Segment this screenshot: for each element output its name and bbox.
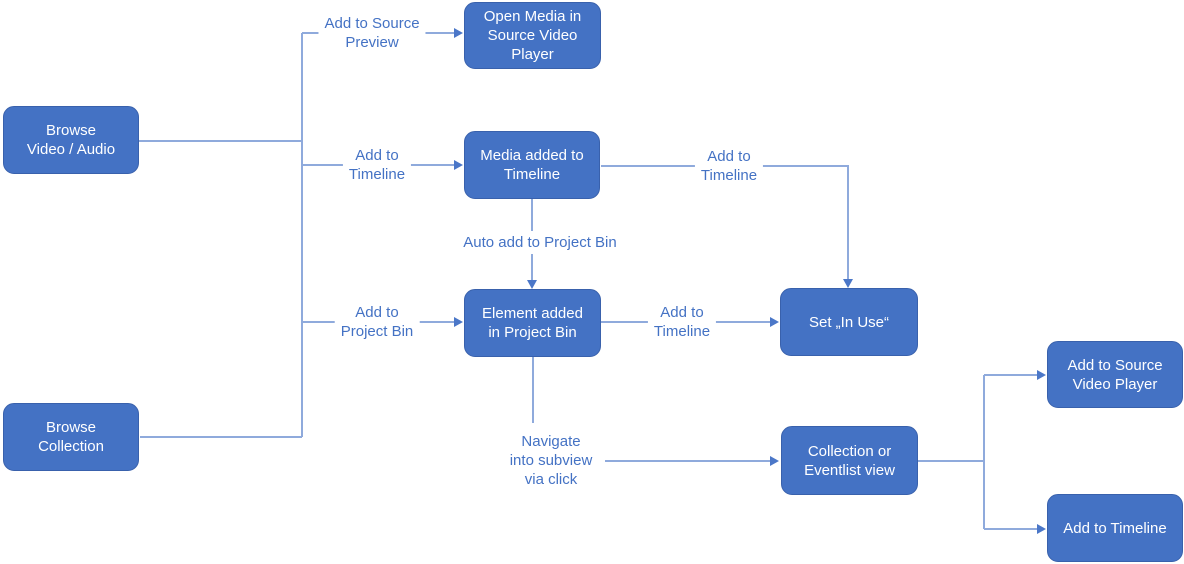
connector-media-to-set-in-use-v	[847, 166, 849, 280]
edge-label-line: via click	[524, 471, 578, 488]
edge-label-add-to-timeline-upper: Add to Timeline	[694, 145, 764, 187]
edge-label-line: Add to	[660, 304, 704, 321]
node-browse-video-audio: Browse Video / Audio	[3, 106, 139, 174]
edge-label-line: Project Bin	[340, 323, 414, 340]
node-add-to-source-video-player: Add to Source Video Player	[1047, 341, 1183, 408]
node-label-line: in Project Bin	[488, 324, 577, 341]
connector-to-add-source-player	[984, 374, 1038, 376]
arrowhead-icon	[454, 317, 463, 327]
edge-label-add-to-timeline-mid: Add to Timeline	[647, 301, 717, 343]
edge-label-line: Auto add to Project Bin	[463, 234, 617, 251]
arrowhead-icon	[1037, 370, 1046, 380]
node-label-line: Set „In Use“	[808, 313, 890, 331]
arrowhead-icon	[770, 456, 779, 466]
node-label-line: Add to Source	[1067, 356, 1163, 374]
connector-element-down	[532, 357, 534, 423]
edge-label-line: Add to	[707, 148, 751, 165]
connector-navigate-to-collection	[605, 460, 771, 462]
edge-label-navigate-into-subview: Navigate into subview via click	[503, 430, 599, 491]
edge-label-line: into subview	[509, 452, 593, 469]
edge-label-line: Timeline	[700, 167, 758, 184]
edge-label-add-to-source-preview: Add to Source Preview	[318, 12, 426, 54]
connector-browse-video-to-trunk	[139, 140, 302, 142]
edge-label-auto-add-to-project-bin: Auto add to Project Bin	[457, 231, 623, 254]
edge-label-add-to-project-bin: Add to Project Bin	[334, 301, 420, 343]
arrowhead-icon	[454, 28, 463, 38]
edge-label-line: Timeline	[653, 323, 711, 340]
arrowhead-icon	[1037, 524, 1046, 534]
node-label-line: Collection	[38, 438, 104, 455]
node-browse-collection: Browse Collection	[3, 403, 139, 471]
connector-collection-out	[918, 460, 984, 462]
edge-label-add-to-timeline-left: Add to Timeline	[342, 144, 412, 186]
node-label-line: Video / Audio	[26, 141, 116, 158]
node-label-line: Timeline	[503, 166, 561, 183]
edge-label-line: Add to Source	[324, 15, 420, 32]
arrowhead-icon	[454, 160, 463, 170]
node-label-line: Add to Timeline	[1063, 519, 1167, 537]
node-label-line: Media added to	[480, 147, 584, 164]
node-label-line: Eventlist view	[804, 461, 895, 479]
node-add-to-timeline: Add to Timeline	[1047, 494, 1183, 562]
node-element-added-in-project-bin: Element added in Project Bin	[464, 289, 601, 357]
arrowhead-icon	[527, 280, 537, 289]
node-label-line: Open Media in	[483, 8, 582, 25]
node-label-line: Collection or	[807, 442, 892, 460]
node-open-media-in-source-video-player: Open Media in Source Video Player	[464, 2, 601, 69]
connector-split-vertical	[983, 375, 985, 529]
node-label-line: Player	[511, 46, 554, 63]
edge-label-line: Add to	[355, 147, 399, 164]
node-label-line: Video Player	[1072, 375, 1158, 393]
node-media-added-to-timeline: Media added to Timeline	[464, 131, 600, 199]
node-label-line: Browse	[45, 122, 97, 139]
node-label-line: Source Video	[487, 27, 578, 44]
edge-label-line: Add to	[355, 304, 399, 321]
arrowhead-icon	[770, 317, 779, 327]
edge-label-line: Preview	[345, 34, 399, 51]
node-collection-or-eventlist-view: Collection or Eventlist view	[781, 426, 918, 495]
node-label-line: Browse	[45, 419, 97, 436]
node-set-in-use: Set „In Use“	[780, 288, 918, 356]
node-label-line: Element added	[482, 305, 583, 322]
edge-label-line: Navigate	[521, 433, 581, 450]
connector-to-add-timeline	[984, 528, 1038, 530]
connector-trunk-vertical	[301, 33, 303, 437]
arrowhead-icon	[843, 279, 853, 288]
connector-browse-collection-to-trunk	[140, 436, 302, 438]
edge-label-line: Timeline	[348, 166, 406, 183]
